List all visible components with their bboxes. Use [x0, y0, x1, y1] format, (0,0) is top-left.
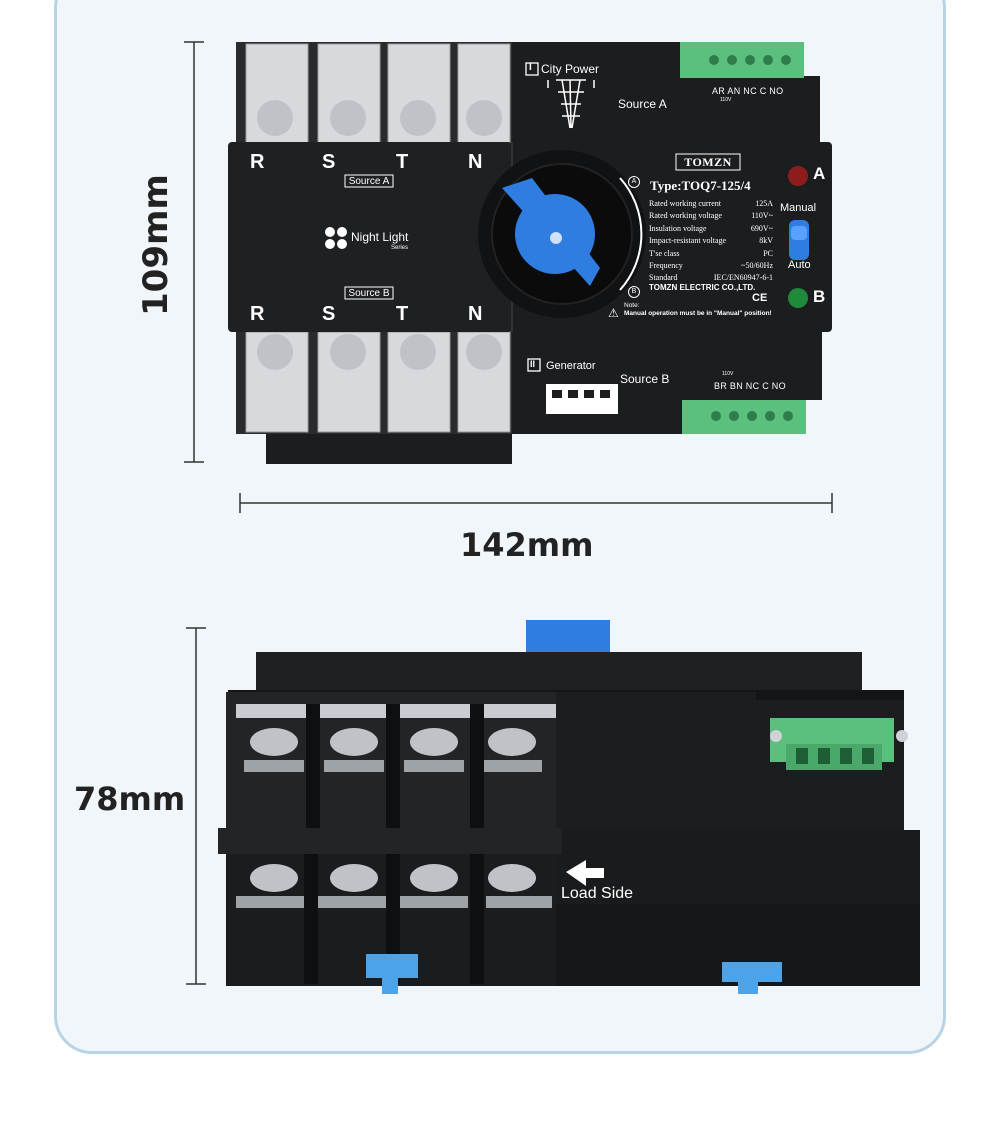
terminal-top-labels: AR AN NC C NO — [712, 86, 784, 96]
phase-label-top-s: S — [322, 151, 336, 173]
phase-label-bottom-t: T — [396, 303, 409, 325]
manual-label: Manual — [780, 202, 817, 214]
brand-logo: TOMZN — [684, 155, 732, 169]
terminal-bottom-voltage: 110V — [722, 371, 734, 377]
arrow-icon — [566, 860, 604, 886]
note-text: Manual operation must be in "Manual" pos… — [624, 310, 772, 317]
side-terminal-block — [770, 718, 908, 770]
source-a-label: Source A — [618, 97, 667, 111]
source-b-label: Source B — [620, 372, 670, 386]
phase-label-top-n: N — [468, 151, 483, 173]
note-title: Note: — [624, 302, 640, 309]
lower-terminal-covers — [236, 330, 514, 464]
phase-label-bottom-n: N — [468, 303, 483, 325]
width-label: 142mm — [460, 526, 594, 564]
company-name: TOMZN ELECTRIC CO.,LTD. — [649, 283, 756, 292]
controller-lower — [512, 330, 822, 434]
depth-dimension-line — [186, 627, 206, 985]
source-b-tag: Source B — [348, 288, 390, 299]
terminal-bottom-labels: BR BN NC C NO — [714, 381, 786, 391]
model-type: Type:TOQ7-125/4 — [650, 178, 751, 193]
night-light-icon — [325, 227, 347, 249]
source-a-tag: Source A — [348, 176, 390, 187]
generator-icon — [546, 384, 618, 414]
generator-label: Generator — [546, 360, 596, 372]
main-face-left — [228, 142, 512, 332]
indicator-b-label: B — [813, 287, 826, 306]
generator-num: II — [530, 359, 536, 369]
auto-label: Auto — [788, 259, 811, 271]
phase-label-bottom-s: S — [322, 303, 336, 325]
depth-label: 78mm — [74, 780, 186, 818]
side-body — [218, 620, 920, 986]
indicator-b-led — [788, 288, 808, 308]
phase-label-top-t: T — [396, 151, 409, 173]
ce-mark: CE — [752, 292, 768, 304]
side-terminals — [236, 704, 552, 984]
height-label: 109mm — [136, 174, 176, 316]
dial-position-b: B — [628, 286, 640, 298]
load-side-label: Load Side — [561, 885, 634, 902]
phase-label-top-r: R — [250, 151, 265, 173]
rotary-switch[interactable] — [478, 150, 646, 318]
city-power-label: City Power — [541, 62, 600, 76]
din-clips — [366, 954, 782, 994]
indicator-a-led — [788, 166, 808, 186]
controller-upper — [512, 42, 820, 146]
upper-terminal-covers — [236, 42, 514, 146]
dial-position-a: A — [628, 176, 640, 188]
indicator-a-label: A — [813, 164, 826, 183]
power-tower-icon — [547, 79, 595, 129]
terminal-top-voltage: 110V — [720, 97, 732, 103]
night-light-series: Series — [391, 245, 409, 251]
warning-icon: ⚠ — [608, 306, 619, 320]
night-light-label: Night Light — [351, 230, 409, 244]
height-dimension-line — [184, 41, 204, 463]
phase-label-bottom-r: R — [250, 303, 265, 325]
spec-row: Frequency~50/60Hz — [649, 261, 773, 271]
width-dimension-line — [239, 493, 833, 513]
city-power-num: I — [529, 62, 532, 73]
